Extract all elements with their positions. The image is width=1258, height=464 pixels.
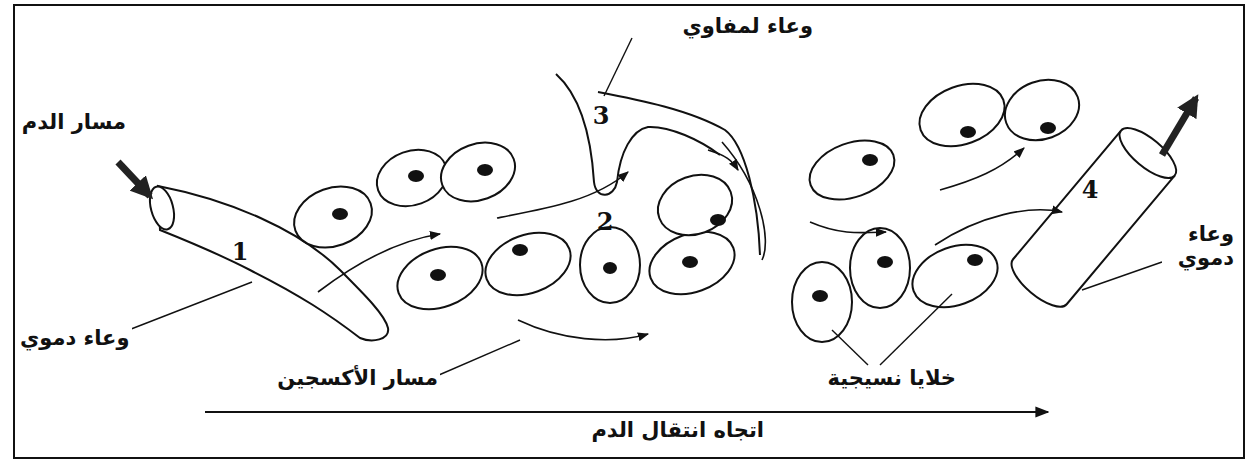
cells-label: خلايا نسيجية [826, 366, 958, 390]
direction-label: اتجاه انتقال الدم [589, 418, 766, 442]
flow-label: مسار الأكسجين [275, 366, 440, 390]
callout-number: 4 [1080, 176, 1101, 204]
flow-label: مسار الدم [20, 110, 128, 134]
callout-number: 2 [595, 208, 616, 236]
vessel-label: وعاء دموي [18, 326, 132, 350]
callout-number: 1 [230, 238, 251, 266]
vessel-label: وعاء لمفاوي [680, 14, 815, 38]
callout-number: 3 [591, 102, 612, 130]
vessel-label: وعاء دموي [1162, 222, 1236, 270]
